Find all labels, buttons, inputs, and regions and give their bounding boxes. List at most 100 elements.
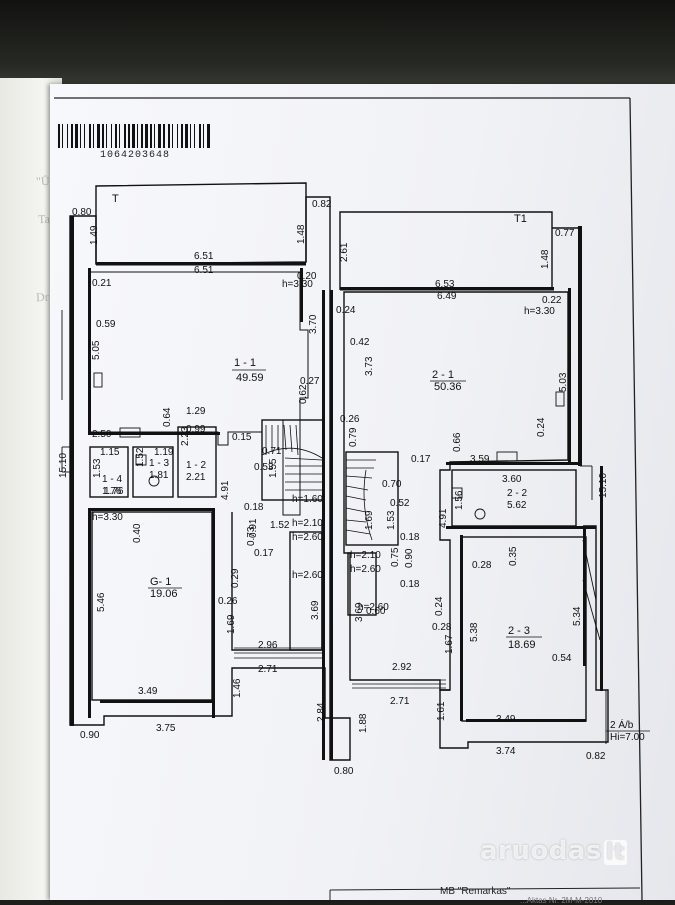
barcode-bar (124, 124, 126, 148)
dimension-label: 0.22 (542, 295, 562, 306)
dimension-label: 0.15 (232, 432, 252, 443)
dimension-label: 1.48 (540, 249, 551, 269)
room-area: 1.81 (149, 470, 169, 481)
barcode-bar (137, 124, 138, 148)
right-unit-walls (339, 211, 609, 749)
dimension-label: 2.96 (258, 640, 278, 651)
dimension-label: 0.27 (300, 376, 320, 387)
dimension-label: 3.59 (470, 454, 490, 465)
dimension-label: 0.66 (452, 432, 463, 452)
dimension-label: 0.79 (348, 427, 359, 447)
room-area: 50.36 (434, 381, 462, 393)
dimension-label: 0.35 (508, 546, 519, 566)
left-fixtures (61, 310, 322, 659)
dimension-label: 3.49 (138, 686, 158, 697)
dimension-label: 1.69 (364, 510, 375, 530)
dimension-label: 1.56 (454, 490, 465, 510)
dimension-label: 1.49 (89, 225, 100, 245)
dimension-label: 0.90 (404, 548, 415, 568)
watermark-text: aruodas (480, 836, 602, 866)
dimension-label: 2.92 (392, 662, 412, 673)
dimension-label: 15.10 (598, 473, 609, 498)
dimension-label: 3.60 (502, 474, 522, 485)
right-fixtures (352, 391, 607, 744)
dimension-label: 3.70 (308, 314, 319, 334)
barcode-bar (150, 124, 152, 148)
room-area: 2.21 (186, 472, 206, 483)
dimension-label: 3.69 (354, 602, 365, 622)
dimension-label: 0.18 (244, 502, 264, 513)
barcode-bar (75, 124, 78, 148)
barcode-number: 1064203648 (100, 150, 171, 161)
dimension-label: 3.75 (156, 723, 176, 734)
dimension-label: 1.53 (92, 458, 103, 478)
dimension-label: 4.91 (220, 480, 231, 500)
barcode-bar (177, 124, 178, 148)
room-labels: 1 - 1 49.59 2 - 1 50.36 1 - 2 2.21 1 - 3… (102, 357, 542, 651)
barcode-bar (203, 124, 204, 148)
barcode-bar (102, 124, 104, 148)
watermark-tld: lt (603, 840, 627, 865)
terrace-label-right: T1 (514, 213, 527, 225)
dimension-label: 1.48 (296, 224, 307, 244)
height-label: h=2.60 (292, 570, 323, 581)
height-label: h=2.10 (292, 518, 323, 529)
dimension-label: 15.10 (58, 453, 69, 478)
dimension-label: 1.61 (436, 701, 447, 721)
height-label: h=3.30 (524, 306, 555, 317)
room-area: 1.76 (104, 486, 124, 497)
dimension-label: 0.24 (434, 596, 445, 616)
barcode-bar (190, 124, 191, 148)
barcode-bar (128, 124, 130, 148)
height-label: h=1.60 (292, 494, 323, 505)
dimension-label: 6.51 (194, 251, 214, 262)
barcode-bar (141, 124, 143, 148)
room-area: 5.62 (507, 500, 527, 511)
height-label: h=3.30 (92, 512, 123, 523)
terrace-label-left: T (112, 193, 119, 205)
dimension-label: 2.71 (258, 664, 278, 675)
barcode-bar (185, 124, 188, 148)
dimension-label: 0.21 (92, 278, 112, 289)
barcode-bar (145, 124, 148, 148)
room-id: 1 - 1 (234, 357, 256, 369)
dimension-label: 3.69 (310, 600, 321, 620)
dimension-label: 1.52 (135, 447, 146, 467)
dimension-label: 0.75 (390, 547, 401, 567)
left-stair (261, 424, 323, 491)
dimension-label: 0.18 (400, 579, 420, 590)
barcode-bar (97, 124, 100, 148)
height-label: h=2.10 (350, 550, 381, 561)
dimension-label: 1.88 (358, 713, 369, 733)
height-label: h=3.30 (282, 279, 313, 290)
dimension-label: 0.24 (536, 417, 547, 437)
dimension-label: 1.55 (268, 458, 279, 478)
dimension-label: 0.82 (312, 199, 332, 210)
dimension-label: 0.90 (80, 730, 100, 741)
barcode (56, 122, 211, 148)
dimension-label: 0.24 (336, 305, 356, 316)
barcode-bar (168, 124, 170, 148)
barcode-bar (115, 124, 117, 148)
barcode-bar (84, 124, 85, 148)
dimension-label: 0.82 (586, 751, 606, 762)
dimension-label: 0.26 (340, 414, 360, 425)
dimension-label: 3.73 (364, 356, 375, 376)
barcode-bar (67, 124, 68, 148)
dimension-label: 0.52 (390, 498, 410, 509)
dimension-label: 0.40 (132, 523, 143, 543)
dimension-label: 0.18 (400, 532, 420, 543)
room-id: G- 1 (150, 576, 171, 588)
dimension-label: 1.53 (386, 510, 397, 530)
barcode-bar (172, 124, 173, 148)
dimension-label: 0.20 (297, 271, 317, 282)
dark-background (0, 0, 675, 90)
stamp-line-1: 2 Á/b (610, 718, 634, 731)
dimension-label: 2.84 (316, 702, 327, 722)
dimension-label: 0.28 (472, 560, 492, 571)
footer-note: ...Aktas Nr. 2M-M-2010 (520, 896, 603, 905)
dimension-label: 0.26 (218, 596, 238, 607)
dimension-label: 4.91 (438, 508, 449, 528)
